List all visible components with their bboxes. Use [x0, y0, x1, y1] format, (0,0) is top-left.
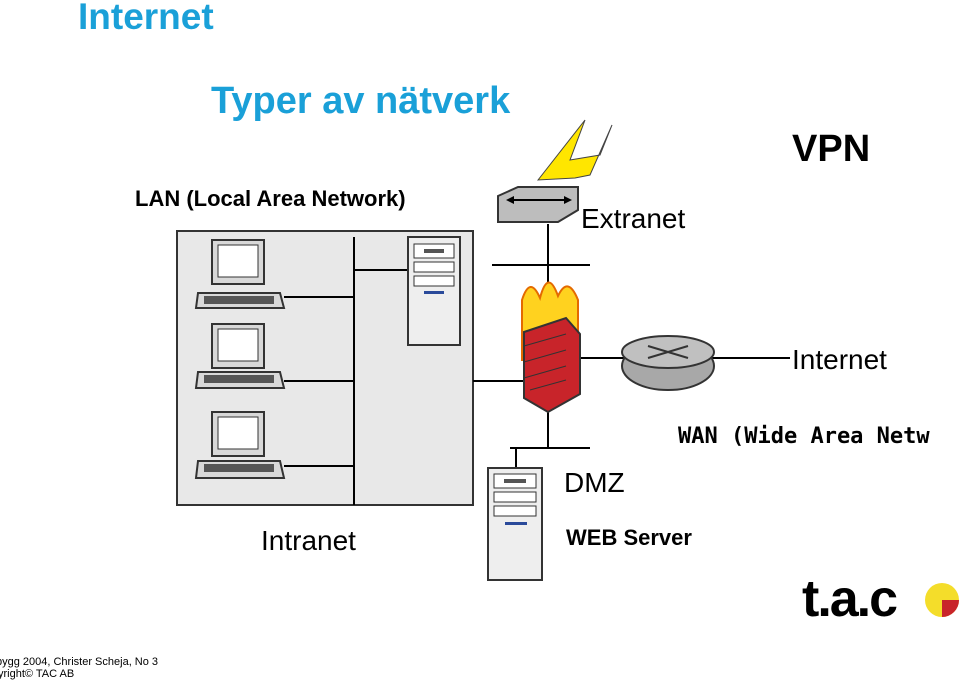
- intranet-label: Intranet: [261, 525, 356, 556]
- internet-label: Internet: [792, 344, 887, 375]
- header-title: Internet: [78, 0, 214, 37]
- dmz-label: DMZ: [564, 467, 625, 498]
- extranet-label: Extranet: [581, 203, 686, 234]
- switch-icon: [497, 186, 579, 223]
- web-server-icon: [487, 467, 543, 581]
- firewall-icon: [521, 281, 581, 414]
- workstation-icon: [194, 323, 286, 389]
- web-server-label: WEB Server: [566, 525, 692, 550]
- slide-subtitle: Typer av nätverk: [211, 80, 511, 122]
- lan-server-icon: [407, 236, 461, 346]
- footer-line-1: bygg 2004, Christer Scheja, No 3: [0, 656, 159, 668]
- workstation-icon: [194, 239, 286, 309]
- tac-logo: t.a.c: [802, 566, 959, 631]
- lightning-icon: [536, 119, 613, 181]
- router-icon: [621, 335, 715, 391]
- lan-label: LAN (Local Area Network): [135, 186, 406, 211]
- workstation-icon: [194, 411, 286, 479]
- svg-text:t.a.c: t.a.c: [802, 570, 897, 626]
- wan-label: WAN (Wide Area Netw: [678, 424, 930, 449]
- vpn-label: VPN: [792, 128, 871, 170]
- footer-line-2: yright© TAC AB: [0, 668, 75, 680]
